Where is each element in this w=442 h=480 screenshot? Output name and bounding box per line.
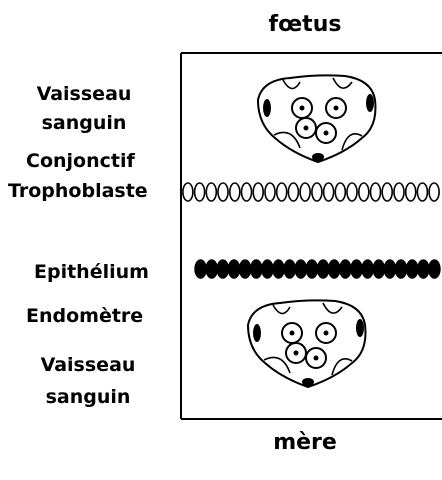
epithelial-cell <box>396 260 407 278</box>
red-blood-cell <box>292 98 312 118</box>
epithelial-cell <box>295 260 306 278</box>
epithelial-cell <box>407 260 418 278</box>
red-blood-cell <box>326 98 346 118</box>
endothelial-nucleus <box>366 94 374 112</box>
trophoblast-cell <box>300 183 310 201</box>
epithelial-cell <box>373 260 384 278</box>
trophoblast-cell <box>371 183 381 201</box>
trophoblast-cell <box>382 183 392 201</box>
epithelial-cell <box>340 260 351 278</box>
trophoblast-cell <box>359 183 369 201</box>
epithelial-cell <box>251 260 262 278</box>
trophoblast-cell <box>253 183 263 201</box>
trophoblast-cell <box>312 183 322 201</box>
trophoblast-layer <box>183 183 439 201</box>
trophoblast-cell <box>183 183 193 201</box>
red-blood-cell <box>282 323 302 343</box>
trophoblast-cell <box>324 183 334 201</box>
endothelial-nucleus <box>312 153 324 161</box>
maternal-capillary <box>248 300 365 387</box>
epithelial-cell <box>195 260 206 278</box>
endothelial-nucleus <box>253 324 261 342</box>
epithelial-cell <box>206 260 217 278</box>
trophoblast-cell <box>195 183 205 201</box>
trophoblast-cell <box>335 183 345 201</box>
red-blood-cell <box>316 323 336 343</box>
epithelial-cell <box>351 260 362 278</box>
epithelial-cell <box>229 260 240 278</box>
red-blood-cell <box>286 343 306 363</box>
red-blood-cell <box>306 348 326 368</box>
epithelial-cell <box>240 260 251 278</box>
trophoblast-cell <box>347 183 357 201</box>
endothelial-nucleus <box>263 99 271 117</box>
epithelial-cell <box>418 260 429 278</box>
trophoblast-cell <box>417 183 427 201</box>
trophoblast-cell <box>394 183 404 201</box>
epithelial-cell <box>429 260 440 278</box>
endothelial-nucleus <box>356 319 364 337</box>
trophoblast-cell <box>242 183 252 201</box>
trophoblast-cell <box>288 183 298 201</box>
trophoblast-cell <box>218 183 228 201</box>
epithelial-cell <box>284 260 295 278</box>
epithelial-cell <box>362 260 373 278</box>
trophoblast-cell <box>265 183 275 201</box>
epithelial-cell <box>384 260 395 278</box>
endothelial-nucleus <box>302 378 314 386</box>
trophoblast-cell <box>429 183 439 201</box>
epithelial-cell <box>273 260 284 278</box>
epithelium-layer <box>195 260 440 278</box>
epithelial-cell <box>262 260 273 278</box>
trophoblast-cell <box>230 183 240 201</box>
trophoblast-cell <box>406 183 416 201</box>
red-blood-cell <box>296 118 316 138</box>
epithelial-cell <box>306 260 317 278</box>
epithelial-cell <box>329 260 340 278</box>
epithelial-cell <box>318 260 329 278</box>
trophoblast-cell <box>277 183 287 201</box>
fetal-capillary <box>258 75 375 162</box>
red-blood-cell <box>316 123 336 143</box>
epithelial-cell <box>217 260 228 278</box>
trophoblast-cell <box>206 183 216 201</box>
